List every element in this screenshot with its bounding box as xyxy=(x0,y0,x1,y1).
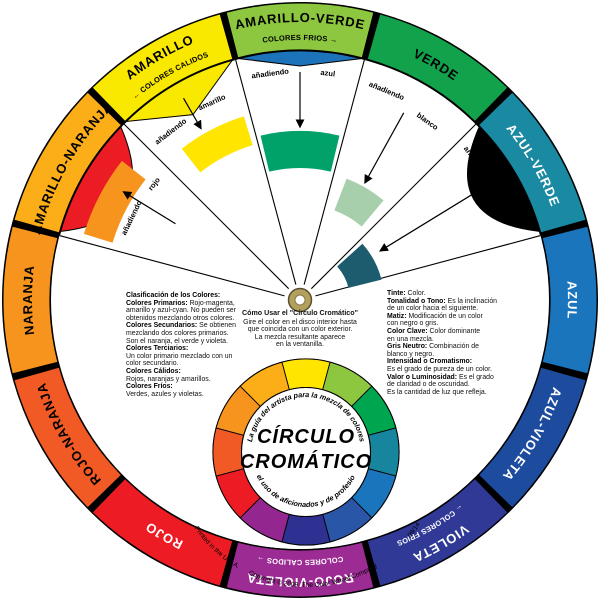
center-grommet xyxy=(287,287,313,313)
muestra-verde-claro xyxy=(334,178,384,227)
sector-line xyxy=(123,123,290,290)
muestra-amarillo xyxy=(181,116,253,173)
ring-segment xyxy=(92,14,233,121)
classification-line: amarillo y azul-cyan. No pueden ser xyxy=(126,307,236,315)
terms-line: Intensidad o Cromatismo: xyxy=(387,358,472,366)
muestra-verde xyxy=(260,131,340,172)
terms-line: Tonalidad o Tono: Es la inclinación xyxy=(387,297,498,305)
classification-line: Colores Secundarios: Se obtienen xyxy=(126,322,236,330)
terms-line: Color Clave: Color dominante xyxy=(387,327,481,335)
ventanilla-negro xyxy=(466,126,541,232)
ring-segment xyxy=(542,226,597,374)
classification-line: Un color primario mezclado con un xyxy=(126,352,233,360)
grommet-hole xyxy=(294,294,306,306)
terms-line: con negro o gris. xyxy=(387,320,439,328)
terms-line: en una mezcla. xyxy=(387,335,434,343)
muestra-verde-oscuro xyxy=(337,243,382,288)
terms-line: de claridad o de oscuridad. xyxy=(387,381,470,389)
classification-line: Colores Terciarios: xyxy=(126,345,189,353)
inner-wheel-title-line1: CÍRCULO xyxy=(257,425,355,448)
ring-segment xyxy=(479,367,586,508)
how-to-line: que coincida con un color exterior. xyxy=(247,326,353,334)
how-to-title: Cómo Usar el "Círculo Cromático" xyxy=(242,309,358,317)
terms-line: de un color hacia el siguiente. xyxy=(387,305,479,313)
ring-segment xyxy=(92,479,233,586)
inner-wheel-hub xyxy=(240,386,372,518)
how-to-line: en la ventanilla. xyxy=(276,341,324,349)
how-to-line: Gire el color en el disco interior hasta xyxy=(243,318,357,326)
how-to-line: La mezcla resultante aparece xyxy=(254,333,346,341)
ring-segment xyxy=(14,367,121,508)
sector-line xyxy=(303,59,365,285)
terms-line: Es el grado de pureza de un color. xyxy=(387,365,492,373)
mix-arrow xyxy=(378,176,502,252)
ring-segment-label: ROJO-VIOLETA xyxy=(245,570,355,590)
terms-line: Gris Neutro: Combinación de xyxy=(387,343,479,351)
ventanilla-azul xyxy=(238,50,362,67)
classification-line: Colores Cálidos: xyxy=(126,367,181,375)
sector-line xyxy=(59,235,285,297)
classification-line: Clasificación de los Colores: xyxy=(126,292,221,299)
muestra-naranja xyxy=(83,160,146,243)
ring-segment xyxy=(3,226,58,374)
ventanilla-amarillo xyxy=(125,59,234,123)
ring-segment xyxy=(14,92,121,233)
classification-line: Colores Primarios: Rojo-magenta, xyxy=(126,299,235,307)
terms-line: Valor o Luminosidad: Es el grado xyxy=(387,373,494,381)
classification-line: obtenidos mezclando otros colores. xyxy=(126,314,235,322)
classification-line: color secundario. xyxy=(126,360,179,368)
ring-segment xyxy=(226,3,374,58)
inner-wheel-segment xyxy=(281,513,331,546)
terms-line: Matiz: Modificación de un color xyxy=(387,312,483,320)
terms-line: Es la cantidad de luz que refleja. xyxy=(387,388,487,396)
mix-label-color: azul xyxy=(320,68,336,79)
inner-wheel-segment xyxy=(367,427,400,477)
inner-wheel-title-line2: CROMÁTICO xyxy=(240,450,372,473)
ring-segment xyxy=(479,92,586,233)
ring-segment-label: NARANJA xyxy=(20,264,37,336)
ring-segment-sublabel: COLORES FRIOS → xyxy=(262,33,338,45)
color-terms-block: Tinte: Color.Tonalidad o Tono: Es la inc… xyxy=(387,290,513,396)
mix-arrow xyxy=(122,191,176,225)
classification-line: Colores Fríos: xyxy=(126,383,173,391)
classification-line: Rojos, naranjas y amarillos. xyxy=(126,375,211,383)
mix-arrow xyxy=(182,97,202,130)
ring-segment-sublabel: COLORES CALIDOS → xyxy=(256,554,344,567)
classification-line: Son el naranja, el verde y violeta. xyxy=(126,337,228,345)
color-classification-block: Clasificación de los Colores:Colores Pri… xyxy=(126,292,250,398)
classification-line: mezclando dos colores primarios. xyxy=(126,329,229,337)
sector-line xyxy=(235,59,297,285)
sector-line xyxy=(310,123,477,290)
ring-segment xyxy=(367,479,508,586)
terms-line: blanco y negro. xyxy=(387,350,435,358)
inner-wheel-segment xyxy=(281,358,331,391)
how-to-use-block: Cómo Usar el "Círculo Cromático" Gire el… xyxy=(215,309,385,349)
ring-segment xyxy=(367,14,508,121)
mix-arrow xyxy=(364,112,405,184)
classification-line: Verdes, azules y violetas. xyxy=(126,390,204,398)
terms-line: Tinte: Color. xyxy=(387,290,426,297)
ring-segment xyxy=(226,542,374,597)
